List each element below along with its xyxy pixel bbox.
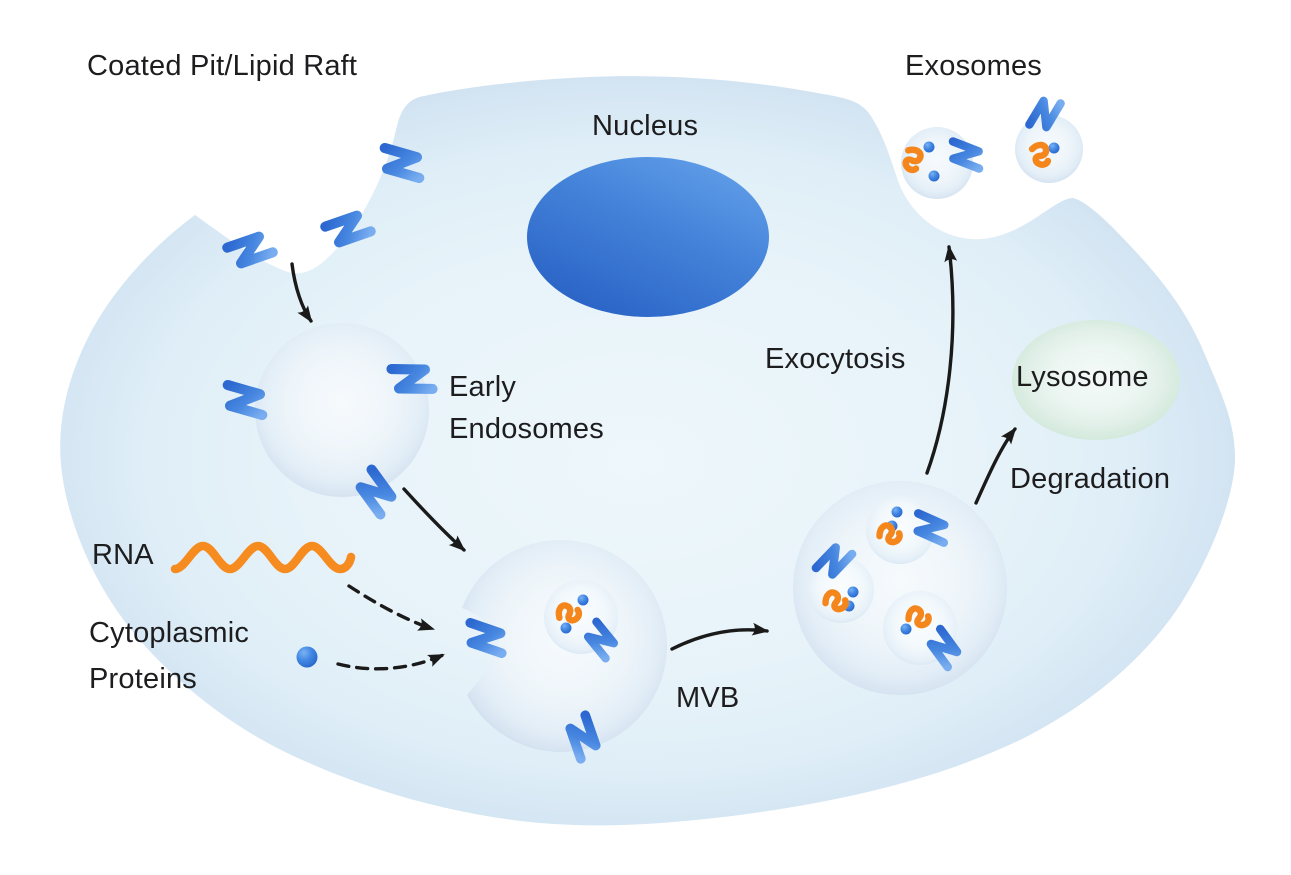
- protein-dot-icon: [900, 623, 912, 635]
- early-endosomes-line2: Endosomes: [449, 413, 604, 445]
- intraluminal-vesicle: [808, 557, 874, 623]
- arrow-endosome-to-late: [402, 487, 466, 552]
- arrow-exocytosis: [925, 244, 958, 475]
- cytoplasmic-protein-icon: [296, 646, 318, 668]
- degradation-label: Degradation: [1010, 463, 1171, 495]
- arrows: [290, 244, 1017, 671]
- protein-dot-icon: [928, 170, 940, 182]
- arrow-degradation: [974, 427, 1017, 505]
- exosome-left: [901, 127, 981, 199]
- lysosome-shape: [1012, 320, 1180, 440]
- dashed-arrow-rna: [347, 584, 435, 631]
- exocytosis-label: Exocytosis: [765, 343, 906, 375]
- arrow-pit-to-endosome: [290, 262, 313, 323]
- early-endosomes-line1: Early: [449, 371, 517, 403]
- protein-dot-icon: [847, 586, 859, 598]
- exosomes-label: Exosomes: [905, 50, 1042, 82]
- protein-dot-icon: [560, 622, 572, 634]
- protein-dot-icon: [891, 506, 903, 518]
- cytoplasmic-proteins-line2: Proteins: [89, 663, 197, 695]
- coated-pit-label: Coated Pit/Lipid Raft: [87, 50, 358, 82]
- cytoplasmic-proteins-line1: Cytoplasmic: [89, 617, 250, 649]
- protein-dot-icon: [923, 141, 935, 153]
- receptor-icon: [228, 385, 263, 415]
- lysosome-label: Lysosome: [1016, 361, 1149, 393]
- exosome-right: [1015, 97, 1083, 183]
- mvb-label: MVB: [676, 682, 740, 714]
- dashed-arrow-protein: [336, 653, 445, 671]
- protein-dot-icon: [577, 594, 589, 606]
- late-endosome-shape: [462, 539, 667, 759]
- nucleus-label: Nucleus: [592, 110, 699, 142]
- protein-dot-icon: [1048, 142, 1060, 154]
- arrow-to-mvb: [670, 622, 770, 651]
- receptor-icon: [469, 623, 503, 653]
- rna-strand-icon: [170, 541, 356, 574]
- rna-label: RNA: [92, 539, 154, 571]
- early-endosome-shape: [255, 323, 429, 497]
- cytoplasmic-proteins-label: Cytoplasmic Proteins: [89, 610, 249, 702]
- early-endosomes-label: Early Endosomes: [449, 366, 604, 450]
- mvb-shape: [793, 481, 1007, 695]
- receptor-icon: [385, 148, 420, 178]
- nucleus-shape: [527, 157, 769, 317]
